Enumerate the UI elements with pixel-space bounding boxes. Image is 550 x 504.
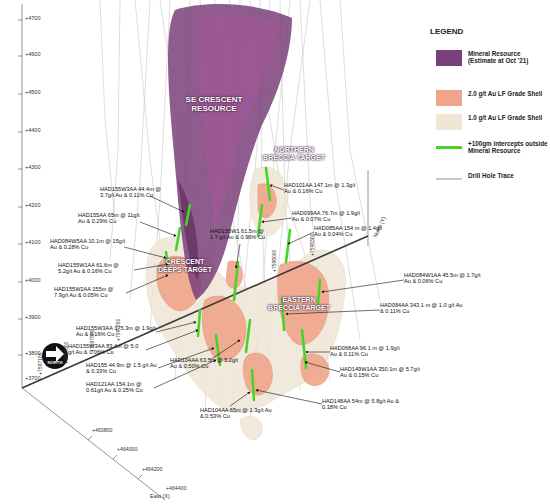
legend-title: LEGEND [430,28,490,37]
legend-swatch [436,50,462,66]
intercept-label: HAD084W5AA 10.1m @ 15g/t Au & 0.28% Cu [50,238,126,251]
axis-title: East (X) [150,493,190,499]
intercept-label: HAD104AA 65m @ 1.3g/t Au & 0.53% Cu [200,407,272,420]
north-axis [22,236,368,388]
intercept-label: HAD148AA 54m @ 5.8g/t Au & 0.18% Cu [322,398,402,411]
intercept-label: HAD149W1AA 350.1m @ 5.7g/t Au & 0.15% Cu [340,366,420,379]
axis-tick-label: +4400 [25,127,55,133]
axis-tick-label: +4200 [25,202,55,208]
target-name: CRESCENT DEEPS TARGET [156,258,214,274]
legend-line-sample [436,146,462,149]
intercept-label: HAD155W3AA 44.4m @ 3.7g/t Au & 0.11% Cu [100,186,172,199]
axis-frame [18,4,368,500]
axis-tick-label: +4700 [25,15,55,21]
intercept-segments [166,168,320,400]
intercept-label: HAD104AA 63.5m @ 5.2g/t Au & 0.50% Cu [170,357,240,370]
legend-line-sample [436,178,462,180]
axis-tick-label: +463800 [92,428,126,434]
target-name: EASTERN BRECCIA TARGET [268,296,330,312]
legend-text: +100gm intercepts outside Mineral Resour… [468,140,548,154]
axis-tick-label: +464200 [142,467,176,473]
intercept-label: HAD068AA 96.1 m @ 1.9g/t Au & 0.11% Cu [330,345,404,358]
axis-title: North (Y) [372,199,394,238]
grade-shell-1g [146,167,345,440]
axis-tick-label: +7598000 [272,236,278,272]
mineral-resource-body [168,4,292,300]
legend-swatch [436,114,462,130]
axis-tick-label: +4000 [25,277,55,283]
axis-tick-label: +7597500 [90,316,96,352]
axis-tick-label: +4300 [25,164,55,170]
intercept-label: HAD099AA 76.7m @ 1.9g/t Au & 0.07% Cu [292,210,368,223]
legend-text: 2.0 g/t Au LF Grade Shell [468,90,548,97]
intercept-label: HAD155W1 61.5m @ 1.7 g/t Au & 0.96% Cu [210,228,266,241]
intercept-label: HAD084W1AA 45.5m @ 1.7g/t Au & 0.06% Cu [404,272,482,285]
axis-tick-label: +464400 [166,486,200,492]
legend-text: Drill Hole Trace [468,172,548,179]
axis-tick-label: +4600 [25,51,55,57]
intercept-label: HAD101AA 147.1m @ 1.3g/t Au & 0.16% Cu [284,182,360,195]
axis-tick-label: +464000 [117,447,151,453]
target-name: NORTHERN BRECCIA TARGET [262,146,326,162]
legend-text: 1.0 g/t Au LF Grade Shell [468,114,548,121]
axis-tick-label: +3700 [25,375,55,381]
legend-text: Mineral Resource (Estimate at Oct '21) [468,50,548,64]
intercept-label: HAD121AA 154.1m @ 0.61g/t Au & 0.25% Cu [86,381,156,394]
intercept-label: HAD155W3AA 83.4m @ 5.0 g/t Au & 0.06% Cu [68,343,146,356]
axis-tick-label: +7597700 [116,305,122,341]
axis-tick-label: +7598300 [310,220,316,256]
axis-tick-label: +7597300 [64,328,70,364]
intercept-label: HAD155W1AA 61.6m @ 5.2g/t Au & 0.16% Cu [58,262,134,275]
legend-swatch [436,90,462,106]
intercept-label: HAD155 44.9m @ 1.5 g/t Au & 0.33% Cu [86,362,160,375]
intercept-label: HAD155W2AA 155m @ 7.9g/t Au & 0.05% Cu [54,286,128,299]
intercept-label: HAD155AA 65m @ 11g/t Au & 0.29% Cu [78,212,142,225]
axis-tick-label: +3900 [25,314,55,320]
intercept-label: HAD084AA 343.1 m @ 1.0 g/t Au & 0.11% Cu [380,302,464,315]
axis-tick-label: +7597100 [38,339,44,375]
target-name: SE CRESCENT RESOURCE [178,96,250,114]
axis-tick-label: +4500 [25,89,55,95]
